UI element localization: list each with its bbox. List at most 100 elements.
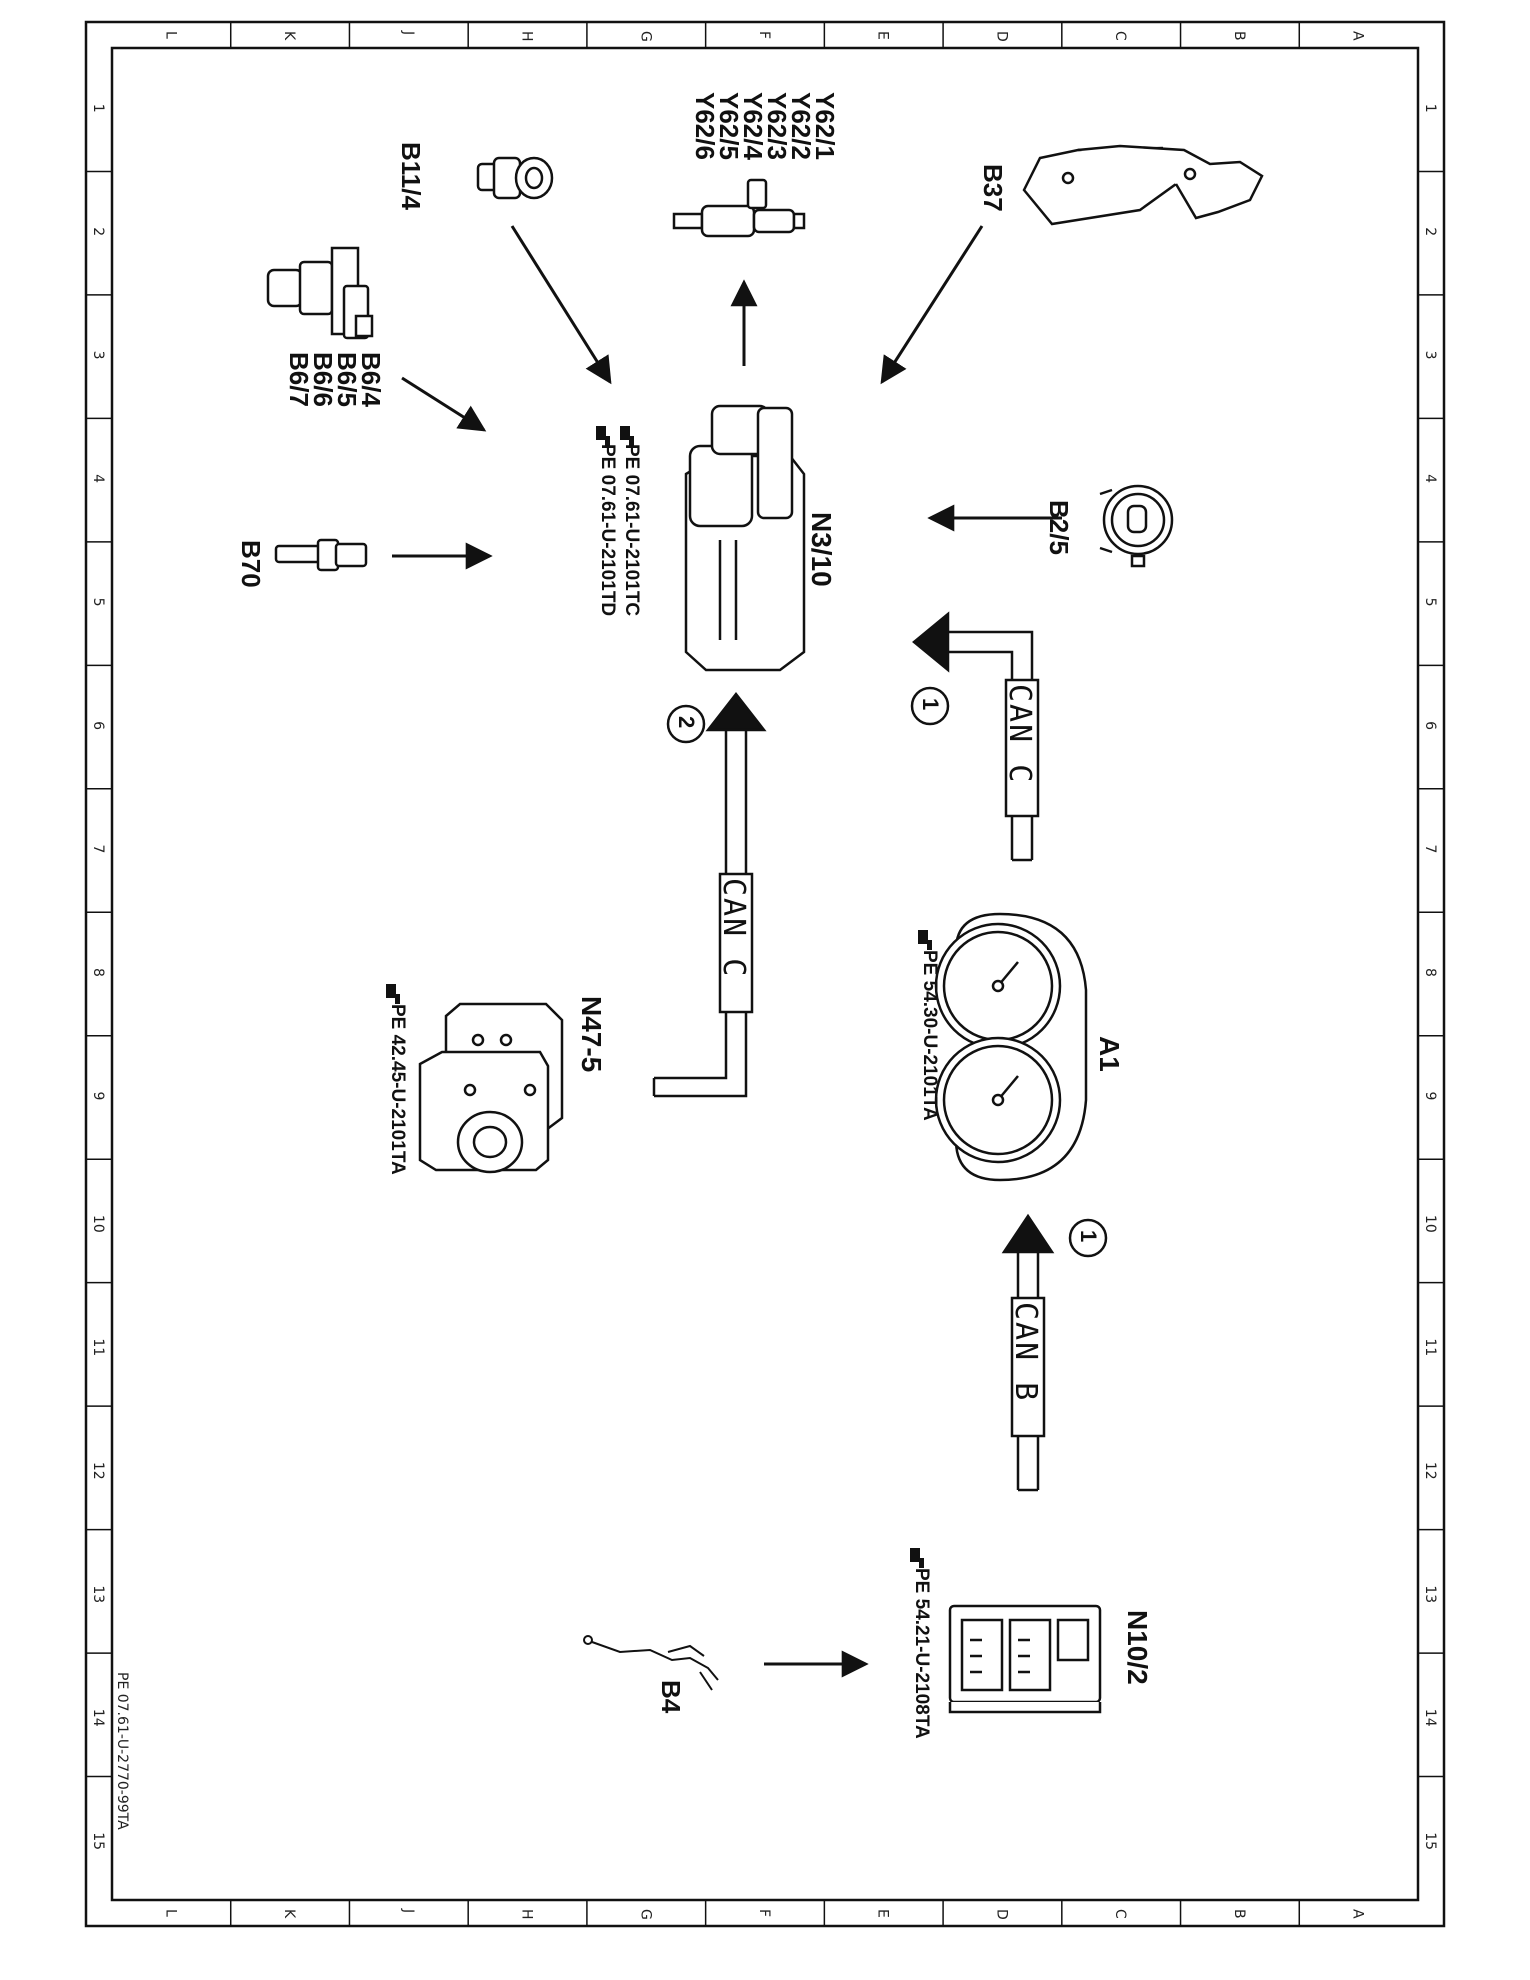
svg-text:1: 1 bbox=[1076, 1230, 1101, 1242]
grid-column-label: K bbox=[281, 1909, 297, 1919]
grid-row-label: 9 bbox=[1422, 1091, 1438, 1100]
y62-injector bbox=[672, 178, 806, 238]
grid-row-label: 5 bbox=[90, 598, 106, 607]
b70-label: B70 bbox=[236, 540, 266, 588]
b11-4-sensor bbox=[476, 156, 554, 200]
arrow-b6-to-n3-10 bbox=[401, 376, 487, 432]
grid-row-label: 2 bbox=[90, 227, 106, 236]
inner-frame bbox=[110, 46, 1420, 1902]
grid-row-label: 6 bbox=[90, 721, 106, 730]
reference-pointer-icon bbox=[918, 930, 932, 950]
can-c-label-lower: CAN C bbox=[716, 878, 751, 978]
grid-column-label: F bbox=[756, 31, 772, 39]
n3-10-ecu bbox=[684, 404, 806, 672]
reference-pointer-icon bbox=[596, 426, 610, 446]
grid-row-label: 1 bbox=[90, 104, 106, 113]
arrow-b37-to-n3-10 bbox=[880, 225, 984, 385]
svg-text:2: 2 bbox=[674, 716, 699, 728]
b6-label-1: B6/4 bbox=[356, 352, 386, 407]
reference-pointer-icon bbox=[386, 984, 400, 1004]
marker-2: 2 bbox=[666, 704, 706, 744]
grid-row-label: 10 bbox=[90, 1215, 106, 1233]
grid-row-label: 7 bbox=[90, 845, 106, 854]
grid-column-label: L bbox=[162, 31, 178, 39]
grid-row-label: 11 bbox=[1422, 1338, 1438, 1356]
grid-column-label: G bbox=[637, 31, 653, 42]
reference-pointer-icon bbox=[910, 1548, 924, 1568]
marker-1-lower: 1 bbox=[1068, 1218, 1108, 1258]
grid-column-label: K bbox=[281, 31, 297, 41]
b6-sensor bbox=[266, 246, 374, 340]
arrow-b11-4-to-n3-10 bbox=[510, 225, 612, 385]
grid-row-label: 3 bbox=[1422, 351, 1438, 360]
grid-row-label: 9 bbox=[90, 1091, 106, 1100]
grid-column-label: B bbox=[1231, 31, 1247, 41]
grid-column-label: E bbox=[875, 31, 891, 40]
y62-label-5: Y62/5 bbox=[714, 92, 744, 160]
grid-column-label: B bbox=[1231, 1909, 1247, 1919]
n10-2-ref: PE 54.21-U-2108TA bbox=[910, 1548, 932, 1739]
b37-pedal bbox=[1022, 144, 1264, 226]
grid-column-label: J bbox=[400, 1908, 416, 1913]
grid-row-label: 13 bbox=[90, 1585, 106, 1603]
b37-label: B37 bbox=[978, 164, 1008, 212]
grid-row-label: 7 bbox=[1422, 845, 1438, 854]
b4-sensor bbox=[583, 1635, 719, 1691]
grid-column-label: E bbox=[875, 1909, 891, 1918]
grid-row-label: 15 bbox=[90, 1832, 106, 1850]
b2-5-label: B2/5 bbox=[1044, 500, 1074, 555]
grid-column-label: D bbox=[993, 31, 1009, 42]
n10-2-module bbox=[948, 1604, 1102, 1714]
grid-row-label: 12 bbox=[1422, 1462, 1438, 1480]
grid-row-label: 3 bbox=[90, 351, 106, 360]
grid-row-label: 12 bbox=[90, 1462, 106, 1480]
grid-row-label: 6 bbox=[1422, 721, 1438, 730]
grid-column-label: G bbox=[637, 1909, 653, 1920]
grid-column-label: L bbox=[162, 1909, 178, 1917]
b2-5-sensor bbox=[1099, 484, 1174, 568]
grid-column-label: J bbox=[400, 30, 416, 35]
b6-label-3: B6/6 bbox=[308, 352, 338, 407]
can-c-label-upper: CAN C bbox=[1002, 684, 1037, 784]
can-b-label: CAN B bbox=[1008, 1302, 1043, 1402]
grid-row-label: 5 bbox=[1422, 598, 1438, 607]
n47-5-esp-unit bbox=[418, 1002, 564, 1174]
svg-text:1: 1 bbox=[918, 698, 943, 710]
svg-text:PE 42.45-U-2101TA: PE 42.45-U-2101TA bbox=[387, 1004, 408, 1175]
can-b-bus bbox=[1001, 1213, 1055, 1492]
svg-text:PE 54.30-U-2101TA: PE 54.30-U-2101TA bbox=[919, 950, 940, 1121]
grid-row-label: 8 bbox=[90, 968, 106, 977]
grid-column-label: D bbox=[993, 1909, 1009, 1920]
b4-label: B4 bbox=[656, 1680, 686, 1714]
grid-row-label: 11 bbox=[90, 1338, 106, 1356]
can-c-bus-upper bbox=[912, 611, 1040, 862]
n47-5-ref: PE 42.45-U-2101TA bbox=[386, 984, 408, 1175]
grid-row-label: 15 bbox=[1422, 1832, 1438, 1850]
grid-column-label: A bbox=[1350, 31, 1366, 41]
n3-10-refs: PE 07.61-U-2101TC PE 07.61-U-2101TD bbox=[596, 426, 642, 616]
grid-column-label: C bbox=[1112, 31, 1128, 41]
grid-row-label: 14 bbox=[1422, 1709, 1438, 1727]
signal-arrows bbox=[392, 225, 1062, 1678]
grid-row-label: 4 bbox=[1422, 474, 1438, 483]
n47-5-label: N47-5 bbox=[576, 996, 607, 1072]
grid-column-label: A bbox=[1350, 1909, 1366, 1919]
b6-labels: B6/4B6/5B6/6B6/7 bbox=[284, 352, 386, 407]
y62-label-1: Y62/1 bbox=[810, 92, 840, 160]
n3-10-ref-1: PE 07.61-U-2101TC bbox=[621, 444, 642, 616]
reference-pointer-icon bbox=[620, 426, 634, 446]
grid-row-label: 2 bbox=[1422, 227, 1438, 236]
y62-label-4: Y62/4 bbox=[738, 92, 768, 160]
drawing-number: PE 07.61-U-2770-99TA bbox=[114, 1672, 130, 1830]
grid-row-label: 10 bbox=[1422, 1215, 1438, 1233]
n10-2-label: N10/2 bbox=[1122, 1610, 1153, 1685]
grid-column-label: C bbox=[1112, 1909, 1128, 1919]
b6-label-2: B6/5 bbox=[332, 352, 362, 407]
y62-label-6: Y62/6 bbox=[690, 92, 720, 160]
n3-10-label: N3/10 bbox=[806, 512, 837, 587]
grid-row-label: 13 bbox=[1422, 1585, 1438, 1603]
y62-label-2: Y62/2 bbox=[786, 92, 816, 160]
